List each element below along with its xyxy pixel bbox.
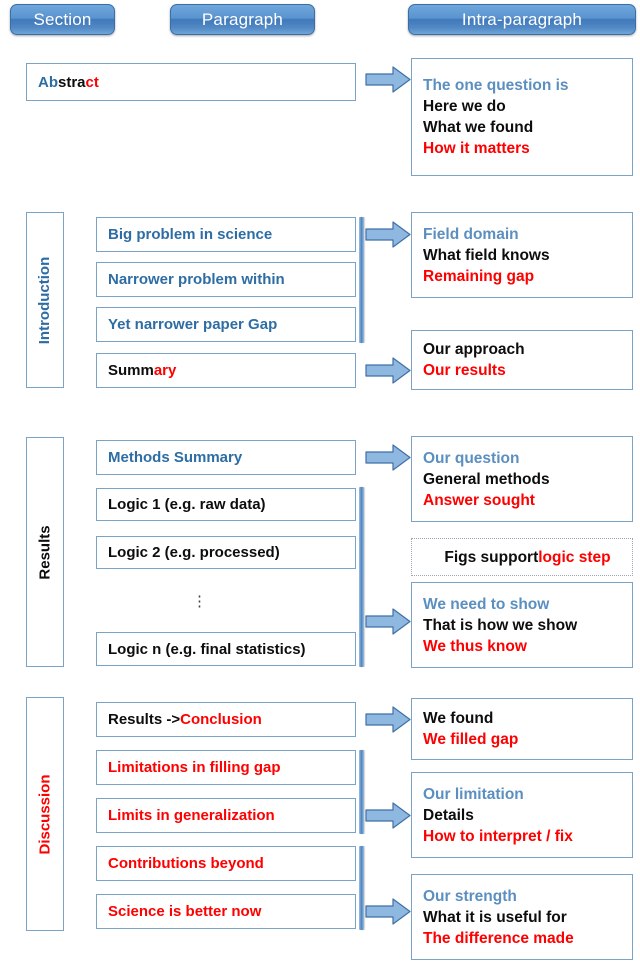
paragraph-box-limits-generalization[interactable]: Limits in generalization: [96, 798, 356, 833]
paragraph-text-part: Methods Summary: [108, 449, 243, 466]
intra-line: What it is useful for: [423, 908, 567, 926]
paragraph-text-part: Logic 1 (e.g. raw data): [108, 496, 266, 513]
paragraph-text-part: Contributions beyond: [108, 855, 264, 872]
paragraph-box-big-problem[interactable]: Big problem in science: [96, 217, 356, 252]
intra-line: Field domain: [423, 225, 519, 243]
intra-line: We filled gap: [423, 731, 519, 748]
paragraph-text-part: stra: [58, 73, 86, 91]
section-label-discussion: Discussion: [36, 773, 54, 855]
intra-line: We found: [423, 710, 494, 727]
section-box-introduction[interactable]: Introduction: [26, 212, 64, 388]
paragraph-text-part: Limitations in filling gap: [108, 759, 281, 776]
paragraph-text-part: Summ: [108, 362, 154, 379]
paragraph-box-narrower-problem[interactable]: Narrower problem within: [96, 262, 356, 297]
intra-line: Our question: [423, 449, 520, 467]
intra-line: The one question is: [423, 77, 569, 94]
paragraph-box-yet-narrower-gap[interactable]: Yet narrower paper Gap: [96, 307, 356, 342]
flow-arrow-results-2: [365, 608, 411, 635]
flow-arrow-introduction-2: [365, 357, 411, 384]
intra-box-abstract[interactable]: The one question is Here we do What we f…: [411, 58, 633, 176]
intra-box-introduction-2[interactable]: Our approach Our results: [411, 330, 633, 390]
intra-box-results-2[interactable]: We need to show That is how we show We t…: [411, 582, 633, 668]
header-column-section[interactable]: Section: [10, 4, 115, 35]
paragraph-text-part: Logic 2 (e.g. processed): [108, 544, 280, 561]
paragraph-box-science-better[interactable]: Science is better now: [96, 894, 356, 929]
paragraph-text-part: Big problem in science: [108, 226, 273, 243]
intra-box-introduction-1[interactable]: Field domain What field knows Remaining …: [411, 212, 633, 298]
intra-line: Answer sought: [423, 491, 535, 509]
paragraph-box-logic-n[interactable]: Logic n (e.g. final statistics): [96, 632, 356, 666]
paragraph-box-results-conclusion[interactable]: Results -> Conclusion: [96, 702, 356, 737]
paragraph-box-logic-2[interactable]: Logic 2 (e.g. processed): [96, 536, 356, 569]
paragraph-text-part: ary: [153, 362, 177, 379]
intra-line: logic step: [538, 548, 611, 566]
flow-arrow-discussion-3: [365, 898, 411, 925]
intra-line: Our strength: [423, 887, 517, 905]
intra-box-discussion-1[interactable]: We found We filled gap: [411, 698, 633, 760]
group-connector-bar-discussion-2: [359, 846, 364, 930]
intra-line: Details: [423, 806, 474, 824]
intra-line: Remaining gap: [423, 267, 535, 285]
paragraph-text-part: Limits in generalization: [108, 807, 275, 824]
intra-line: We need to show: [423, 595, 550, 613]
paragraph-text-part: Narrower problem within: [108, 271, 285, 288]
intra-line: General methods: [423, 470, 550, 488]
intra-line: What field knows: [423, 246, 550, 264]
intra-line: The difference made: [423, 929, 574, 947]
paragraph-box-methods-summary[interactable]: Methods Summary: [96, 440, 356, 475]
flow-arrow-abstract: [365, 66, 411, 93]
group-connector-bar-discussion-1: [359, 750, 364, 834]
group-connector-bar-introduction: [359, 217, 364, 343]
intra-line: Our results: [423, 362, 506, 379]
flow-arrow-introduction-1: [365, 221, 411, 248]
intra-line: Our limitation: [423, 785, 524, 803]
header-column-intra-paragraph[interactable]: Intra-paragraph: [408, 4, 636, 35]
intra-box-discussion-2[interactable]: Our limitation Details How to interpret …: [411, 772, 633, 858]
intra-line: How it matters: [423, 140, 530, 157]
flow-arrow-results-1: [365, 444, 411, 471]
intra-line: Figs support: [444, 548, 539, 566]
flow-arrow-discussion-1: [365, 706, 411, 733]
intra-box-results-1[interactable]: Our question General methods Answer soug…: [411, 436, 633, 522]
section-box-discussion[interactable]: Discussion: [26, 697, 64, 931]
paragraph-text-part: Conclusion: [180, 711, 262, 728]
section-label-introduction: Introduction: [36, 256, 54, 344]
paragraph-text-part: ct: [85, 73, 99, 91]
group-connector-bar-results: [359, 487, 364, 667]
paragraph-text-part: Science is better now: [108, 903, 262, 920]
paragraph-box-limitations[interactable]: Limitations in filling gap: [96, 750, 356, 785]
paragraph-text-part: Yet narrower paper Gap: [108, 316, 278, 333]
paragraph-box-summary[interactable]: Summ ary: [96, 353, 356, 388]
intra-line: How to interpret / fix: [423, 827, 573, 845]
ellipsis-logic-steps: ⋮: [192, 593, 207, 610]
paragraph-text-part: Logic n (e.g. final statistics): [108, 640, 306, 658]
paragraph-box-logic-1[interactable]: Logic 1 (e.g. raw data): [96, 488, 356, 521]
intra-line: Our approach: [423, 341, 525, 358]
paragraph-text-part: Results ->: [108, 711, 181, 728]
flow-arrow-discussion-2: [365, 802, 411, 829]
intra-line: We thus know: [423, 637, 527, 655]
intra-line: Here we do: [423, 98, 506, 115]
paragraph-box-abstract[interactable]: Ab stra ct: [26, 63, 356, 101]
intra-box-results-figs[interactable]: Figs support logic step: [411, 538, 633, 576]
intra-box-discussion-3[interactable]: Our strength What it is useful for The d…: [411, 874, 633, 960]
intra-line: What we found: [423, 119, 534, 136]
section-label-results: Results: [36, 524, 54, 580]
paragraph-box-contributions[interactable]: Contributions beyond: [96, 846, 356, 881]
header-column-paragraph[interactable]: Paragraph: [170, 4, 315, 35]
section-box-results[interactable]: Results: [26, 437, 64, 667]
intra-line: That is how we show: [423, 616, 578, 634]
paragraph-text-part: Ab: [38, 73, 58, 91]
